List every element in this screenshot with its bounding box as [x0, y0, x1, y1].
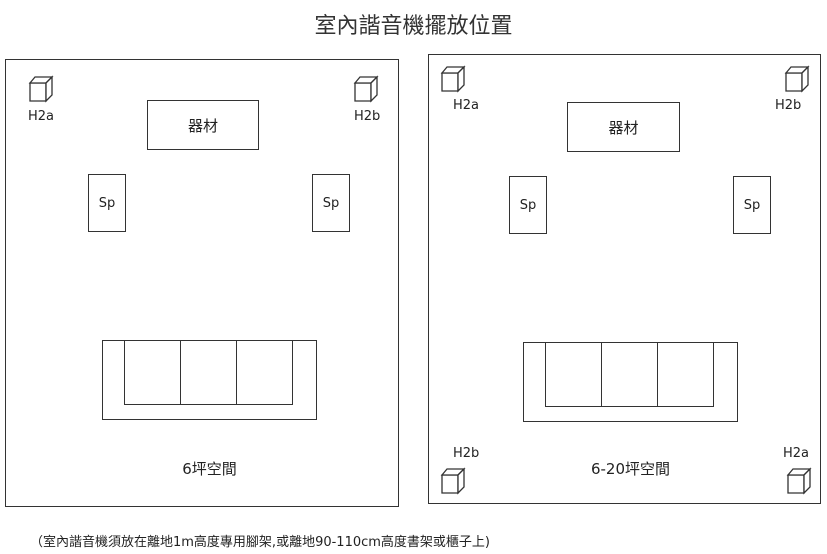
- device-cube-icon: [353, 75, 379, 103]
- room-area-label: 6坪空間: [182, 460, 237, 478]
- device-label-h2b: H2b: [775, 98, 802, 113]
- speaker-right: Sp: [312, 174, 350, 232]
- room-small: [5, 59, 399, 507]
- device-label-h2a: H2a: [453, 98, 480, 113]
- equipment-box: 器材: [567, 102, 680, 152]
- device-cube-icon: [440, 467, 466, 495]
- sofa-cushion: [601, 342, 658, 407]
- placement-note: （室內諧音機須放在離地1m高度專用腳架,或離地90-110cm高度書架或櫃子上): [30, 535, 490, 550]
- device-cube-icon: [784, 65, 810, 93]
- speaker-left: Sp: [88, 174, 126, 232]
- sofa-cushion: [657, 342, 714, 407]
- speaker-right: Sp: [733, 176, 771, 234]
- device-cube-icon: [786, 467, 812, 495]
- sofa-cushion: [124, 340, 181, 405]
- device-label-h2a: H2a: [783, 446, 810, 461]
- room-area-label: 6-20坪空間: [590, 460, 671, 478]
- device-label-h2a: H2a: [28, 109, 55, 124]
- device-label-h2b: H2b: [354, 109, 381, 124]
- sofa-cushion: [180, 340, 237, 405]
- device-label-h2b: H2b: [453, 446, 480, 461]
- speaker-left: Sp: [509, 176, 547, 234]
- diagram-title: 室內諧音機擺放位置: [314, 14, 513, 39]
- sofa-cushion: [545, 342, 602, 407]
- device-cube-icon: [28, 75, 54, 103]
- device-cube-icon: [440, 65, 466, 93]
- sofa-cushion: [236, 340, 293, 405]
- room-large: [428, 54, 821, 504]
- equipment-box: 器材: [147, 100, 259, 150]
